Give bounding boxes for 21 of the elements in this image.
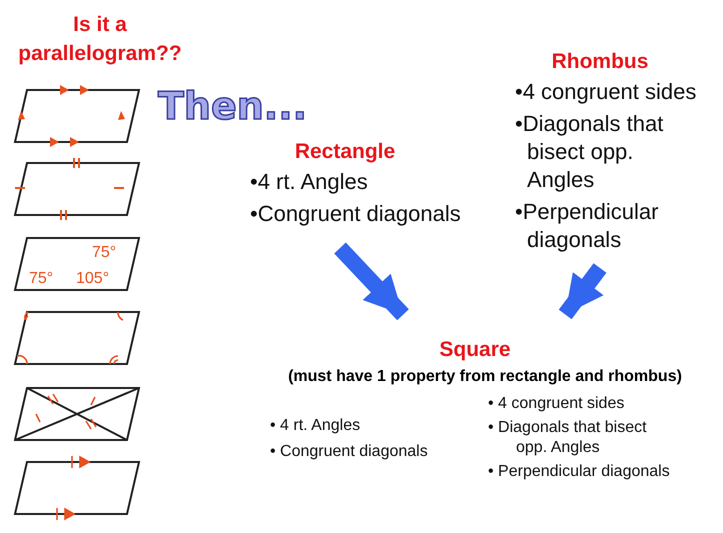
node-heading: Square <box>438 338 512 362</box>
angle-label: 75° <box>92 244 116 262</box>
bullet-text: •Perpendicular diagonals <box>515 198 660 254</box>
bullet-text: • Perpendicular diagonals <box>488 462 671 482</box>
block-arrow <box>334 242 409 320</box>
bullet-text: • Diagonals that bisect opp. Angles <box>488 418 648 458</box>
bullet-text: •Diagonals that bisect opp. Angles <box>515 110 664 194</box>
bullet-text: • 4 congruent sides <box>488 394 626 414</box>
bullet-text: • Congruent diagonals <box>270 442 429 462</box>
angle-label: 75° <box>29 270 54 288</box>
block-arrow <box>558 263 606 320</box>
note-text: (must have 1 property from rectangle and rhombus) <box>287 368 683 386</box>
angle-label: 105° <box>76 270 110 288</box>
bullet-text: •4 rt. Angles <box>250 168 369 196</box>
bullet-text: •Congruent diagonals <box>250 200 462 228</box>
heading-text: Then... <box>158 83 308 130</box>
node-heading: Rhombus <box>550 50 650 74</box>
node-heading: Rectangle <box>294 140 396 164</box>
title: Is it a parallelogram?? <box>17 12 183 67</box>
bullet-text: •4 congruent sides <box>515 78 698 106</box>
bullet-text: • 4 rt. Angles <box>270 416 362 436</box>
